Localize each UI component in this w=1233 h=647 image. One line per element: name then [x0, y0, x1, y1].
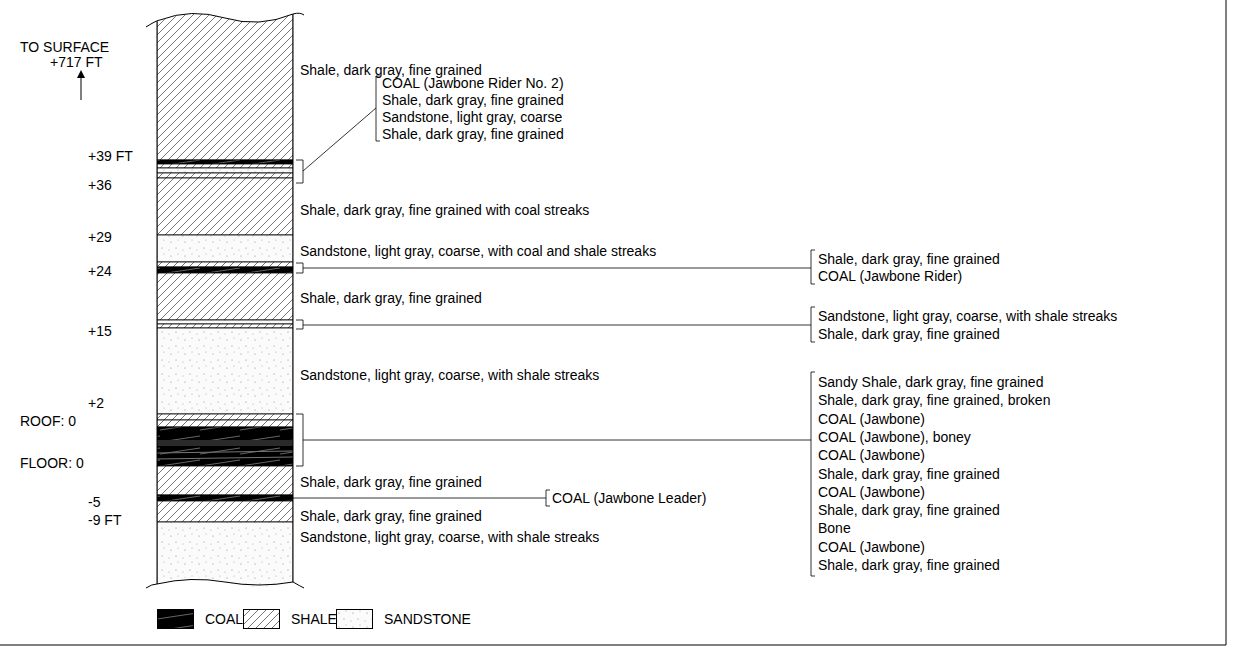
elevation-label: -5	[88, 494, 100, 510]
coal-layer	[157, 427, 293, 466]
stratum-label: Sandy Shale, dark gray, fine grained	[818, 374, 1043, 390]
shale-layer	[157, 273, 293, 320]
stratum-label: COAL (Jawbone)	[818, 447, 925, 463]
legend-swatch	[336, 609, 373, 629]
sandstone-layer	[157, 168, 293, 173]
stratum-label: Sandstone, light gray, coarse	[382, 109, 562, 125]
stratum-label: COAL (Jawbone Rider No. 2)	[382, 75, 564, 91]
stratum-label: COAL (Jawbone)	[818, 411, 925, 427]
elevation-label: +36	[88, 177, 112, 193]
legend-text: COAL	[205, 611, 243, 627]
bracket	[376, 76, 380, 141]
stratum-label: Shale, dark gray, fine grained	[300, 508, 482, 524]
column-outline	[146, 13, 304, 588]
leader-line	[303, 325, 811, 326]
bracket	[811, 372, 815, 576]
bracket	[811, 307, 815, 342]
column-sides	[157, 14, 293, 584]
stratum-label: Shale, dark gray, fine grained	[382, 92, 564, 108]
stratum-label: Shale, dark gray, fine grained	[818, 502, 1000, 518]
elevation-label: +717 FT	[50, 54, 103, 70]
leader-line	[303, 108, 376, 171]
legend-item: SANDSTONE	[336, 609, 471, 629]
leader-line	[303, 440, 811, 441]
stratum-label: COAL (Jawbone Rider)	[818, 268, 962, 284]
elevation-label: +2	[88, 395, 104, 411]
break-line	[146, 579, 304, 588]
shale-layer	[157, 501, 293, 522]
coal-partings	[157, 451, 293, 459]
legend-swatch	[157, 609, 194, 629]
legend-item: COAL	[157, 609, 243, 629]
coal-layer	[157, 267, 293, 273]
coal-layer	[157, 160, 293, 164]
legend-item: SHALE	[243, 609, 337, 629]
sandstone-layer	[157, 235, 293, 262]
shale-layer	[157, 5, 293, 160]
shale-layer	[157, 178, 293, 235]
elevation-label: TO SURFACE	[20, 39, 109, 55]
sandstone-layer	[157, 320, 293, 324]
bracket	[296, 320, 303, 329]
legend-text: SHALE	[291, 611, 337, 627]
stratum-label: Sandstone, light gray, coarse, with shal…	[300, 529, 599, 545]
shale-layer	[157, 324, 293, 328]
stratum-label: Sandstone, light gray, coarse, with shal…	[818, 308, 1117, 324]
stratum-label: Shale, dark gray, fine grained with coal…	[300, 202, 589, 218]
rock-layers	[157, 5, 293, 592]
leaders	[293, 76, 815, 576]
bracket	[296, 160, 303, 183]
surface-arrow	[81, 74, 82, 100]
stratum-label: COAL (Jawbone), boney	[818, 429, 971, 445]
stratum-label: Shale, dark gray, fine grained	[818, 466, 1000, 482]
elevation-label: ROOF: 0	[20, 413, 76, 429]
shale-layer	[157, 164, 293, 168]
stratum-label: Shale, dark gray, fine grained	[818, 326, 1000, 342]
shale-layer	[157, 173, 293, 178]
elevation-label: +15	[88, 323, 112, 339]
stratum-label: Sandstone, light gray, coarse, with coal…	[300, 243, 656, 259]
stratum-label: COAL (Jawbone Leader)	[552, 490, 706, 506]
stratum-label: Shale, dark gray, fine grained, broken	[818, 392, 1050, 408]
boney-coal-layer	[157, 440, 293, 446]
legend-swatch-fill	[244, 610, 280, 629]
stratum-label: COAL (Jawbone)	[818, 484, 925, 500]
leader-line	[293, 498, 546, 499]
break-line	[146, 13, 304, 27]
stratum-label: Shale, dark gray, fine grained	[818, 251, 1000, 267]
legend-swatch	[243, 609, 280, 629]
legend-swatch-fill	[158, 610, 194, 629]
bracket	[296, 263, 303, 273]
elevation-label: FLOOR: 0	[20, 455, 84, 471]
elevation-label: -9 FT	[88, 512, 121, 528]
elevation-label: +29	[88, 229, 112, 245]
shale-layer	[157, 466, 293, 495]
leader-line	[303, 268, 811, 269]
stratum-label: Shale, dark gray, fine grained	[818, 557, 1000, 573]
shale-layer	[157, 414, 293, 420]
bracket	[546, 490, 550, 506]
elevation-label: +24	[88, 263, 112, 279]
legend-swatch-fill	[337, 610, 373, 629]
stratum-label: COAL (Jawbone)	[818, 539, 925, 555]
bracket	[296, 414, 303, 466]
bracket	[811, 250, 815, 284]
shale-layer	[157, 420, 293, 427]
stratum-label: Shale, dark gray, fine grained	[382, 126, 564, 142]
stratum-label: Sandstone, light gray, coarse, with shal…	[300, 367, 599, 383]
coal-layer	[157, 495, 293, 501]
stratum-label: Bone	[818, 520, 851, 536]
sandstone-layer	[157, 328, 293, 414]
stratum-label: Shale, dark gray, fine grained	[300, 290, 482, 306]
stratum-label: Shale, dark gray, fine grained	[300, 474, 482, 490]
elevation-label: +39 FT	[88, 148, 133, 164]
legend-text: SANDSTONE	[384, 611, 471, 627]
shale-layer	[157, 262, 293, 267]
